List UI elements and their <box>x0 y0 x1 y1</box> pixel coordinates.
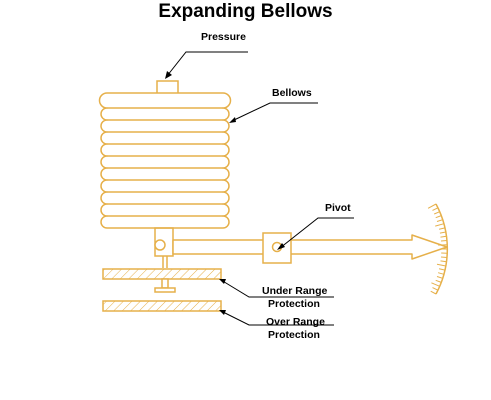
scale-tick <box>436 276 443 279</box>
scale-tick <box>434 211 440 215</box>
bellows <box>98 92 232 229</box>
pressure-leader <box>166 51 248 77</box>
leader-lines <box>166 51 354 326</box>
over-range-label-line2: Protection <box>268 329 320 341</box>
scale-tick <box>437 272 445 275</box>
scale-tick <box>436 219 443 222</box>
scale-tick <box>435 215 442 219</box>
scale-tick <box>432 287 439 291</box>
pivot-block <box>262 232 292 264</box>
diagram-title: Expanding Bellows <box>158 1 333 22</box>
leader-arrowheads <box>165 71 285 315</box>
pressure-inlet <box>156 80 179 93</box>
bellows-stem <box>154 227 174 268</box>
pivot-label: Pivot <box>325 202 351 214</box>
scale-tick <box>440 240 448 242</box>
scale-tick <box>440 235 447 238</box>
pressure-label: Pressure <box>201 31 246 43</box>
scale-tick <box>440 256 448 258</box>
under-range-label-line2: Protection <box>268 298 320 310</box>
scale-tick <box>430 290 437 295</box>
over-range-stop <box>102 300 222 312</box>
scale-tick <box>438 268 446 271</box>
scale-tick <box>432 207 439 211</box>
scale-tick <box>438 227 446 230</box>
pointer-arm <box>172 234 448 260</box>
over-range-label-line1: Over Range <box>266 316 325 328</box>
under-range-stop <box>102 268 222 280</box>
over-range-leader <box>220 310 334 326</box>
scale <box>427 203 449 295</box>
scale-tick <box>440 260 447 263</box>
scale-tick <box>435 279 442 283</box>
scale-tick <box>436 263 446 267</box>
adjusting-screw <box>154 278 176 293</box>
scale-tick <box>431 282 440 287</box>
under-range-leader <box>220 279 334 298</box>
scale-tick <box>439 231 446 234</box>
pivot-leader <box>279 217 354 249</box>
bellows-leader <box>231 102 318 122</box>
scale-tick <box>435 223 445 227</box>
under-range-label-line1: Under Range <box>262 285 328 297</box>
scale-tick <box>427 203 437 209</box>
bellows-label: Bellows <box>272 87 312 99</box>
